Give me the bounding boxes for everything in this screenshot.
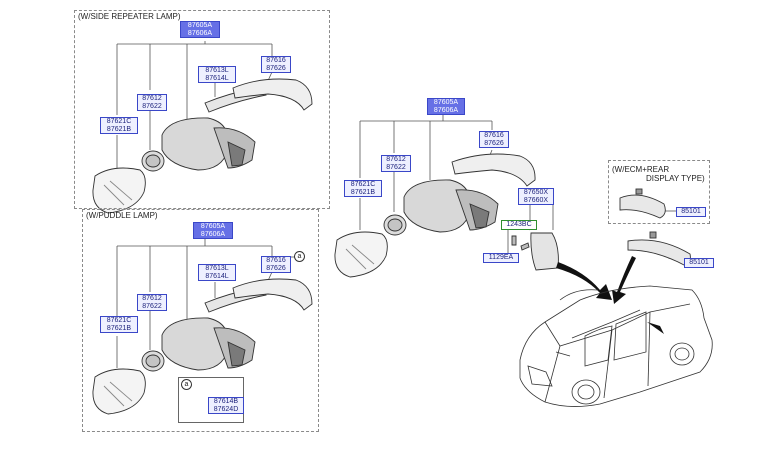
section-title-puddle: (W/PUDDLE LAMP): [86, 211, 158, 220]
section-ecm-rear-display: [608, 160, 710, 224]
part-number-inner-mirror[interactable]: 85101: [684, 258, 714, 268]
section-title-ecm-line2: DISPLAY TYPE): [646, 174, 705, 183]
section-puddle-lamp: [82, 209, 319, 432]
section-title-repeater: (W/SIDE REPEATER LAMP): [78, 12, 181, 21]
inset-callout-a: a: [181, 379, 192, 390]
part-number-screw[interactable]: 1129EA: [483, 253, 519, 263]
callout-a: a: [294, 251, 305, 262]
section-title-ecm-line1: (W/ECM+REAR: [612, 165, 670, 174]
part-number-screw-bolt[interactable]: 1243BC: [501, 220, 537, 230]
section-side-repeater: [74, 10, 330, 209]
part-number-inner-mirror-ecm[interactable]: 85101: [676, 207, 706, 217]
